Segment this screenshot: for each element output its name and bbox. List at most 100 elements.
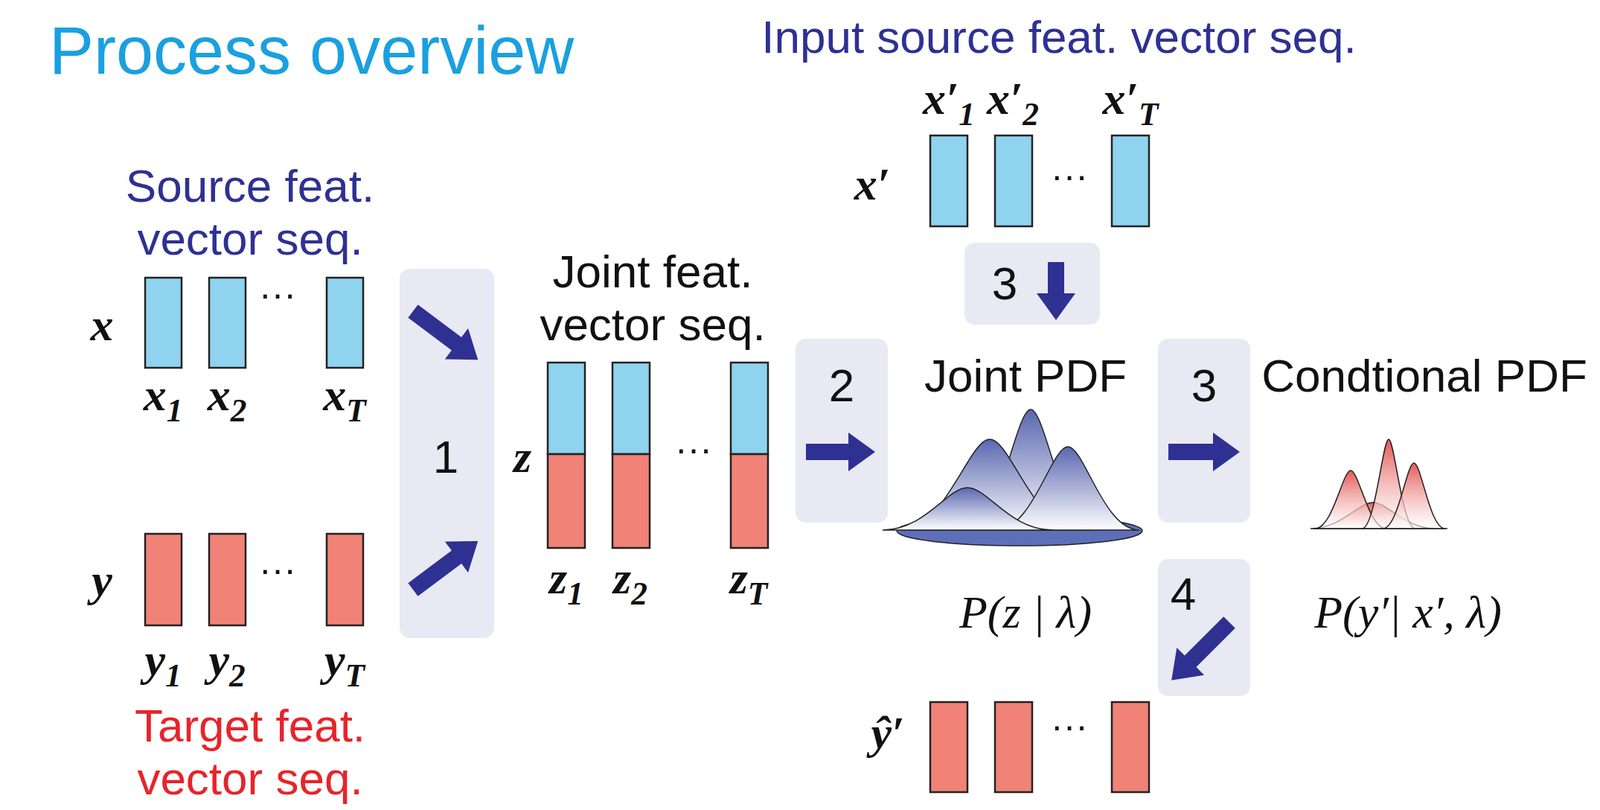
source-vector [145,277,182,368]
symbol-base: x′ [1102,72,1139,124]
gaussian-peak [996,446,1140,530]
block-arrow [401,295,489,376]
input-vector [930,135,968,227]
symbol-base: x [322,369,347,420]
ellipsis: ··· [674,426,713,472]
formula: P(y′| x′, λ) [1314,584,1502,640]
joint-vector-bottom [730,453,768,548]
plot-caption: Joint PDF [924,348,1127,404]
conditional-pdf-plot [1310,439,1448,529]
math-symbol: x2 [207,366,248,430]
joint-vector-bottom [547,453,585,548]
ellipsis: ··· [1050,703,1088,748]
math-symbol: zT [730,549,768,613]
math-symbol: x1 [143,366,184,430]
input-vector [1111,135,1150,227]
joint-vector-top [612,362,650,454]
symbol-base: z [549,552,568,603]
symbol-base: z [513,430,532,482]
math-symbol: y1 [144,631,181,695]
step-panel: 3 [1157,338,1251,523]
math-symbol: z1 [549,549,584,613]
math-symbol: y2 [208,631,245,695]
symbol-subscript: 2 [229,657,246,693]
math-symbol: x′2 [986,70,1039,134]
math-symbol: y [91,552,113,608]
output-vector [994,701,1033,792]
symbol-subscript: 1 [567,575,584,611]
symbol-subscript: 1 [166,392,184,428]
symbol-subscript: 1 [958,96,975,132]
step-panel: 2 [795,338,888,523]
symbol-base: x [207,369,231,420]
step-number: 2 [829,357,855,414]
ellipsis: ··· [258,546,297,592]
output-vector [930,701,968,792]
step-panel: 4 [1157,558,1251,696]
symbol-subscript: T [346,392,367,428]
ellipsis: ··· [258,271,297,317]
symbol-subscript: T [345,657,366,693]
math-symbol: z [513,428,532,484]
block-arrow [401,525,489,606]
symbol-subscript: 2 [1022,96,1039,132]
math-symbol: xT [322,366,367,430]
math-symbol: x′1 [922,70,975,134]
joint-vector-top [547,362,585,454]
sequence-caption: Joint feat. vector seq. [526,244,780,352]
input-vector [994,135,1033,227]
block-arrows [401,261,1243,694]
step-number: 3 [1191,357,1217,414]
symbol-subscript: 2 [230,392,248,428]
formula: P(z | λ) [959,584,1092,640]
joint-pdf-plot [882,409,1143,546]
step-panel: 3 [964,242,1100,325]
symbol-base: z [730,552,748,603]
target-vector [326,533,364,626]
symbol-base: x′ [986,72,1023,124]
block-arrow [805,432,876,472]
title: Process overview [49,10,574,91]
step-number: 4 [1170,566,1196,622]
symbol-base: z [613,552,632,603]
symbol-base: x′ [854,158,891,210]
target-vector [145,533,182,626]
sequence-caption: Target feat. vector seq. [101,698,399,806]
symbol-base: y [324,634,346,685]
source-vector [209,277,246,368]
math-symbol: x [90,296,114,352]
math-symbol: x′ [854,156,891,212]
symbol-base: x [143,369,167,420]
section-heading: Input source feat. vector seq. [761,9,1357,65]
gaussian-peak [882,487,1053,530]
plot-caption: Condtional PDF [1261,348,1588,404]
joint-vector-top [730,362,768,454]
math-symbol: x′T [1102,70,1159,134]
symbol-subscript: T [747,575,768,611]
symbol-base: x [90,299,114,350]
block-arrow [1168,432,1240,472]
symbol-base: y [91,554,113,606]
math-symbol: z2 [613,549,648,613]
symbol-base: y [144,634,166,685]
step-number: 3 [992,256,1018,312]
symbol-base: ŷ′ [871,706,905,758]
symbol-subscript: 2 [631,575,648,611]
gaussian-peak [1382,462,1446,529]
ellipsis: ··· [1050,153,1088,198]
sequence-caption: Source feat. vector seq. [101,159,399,266]
target-vector [209,533,246,626]
symbol-base: y [208,634,230,685]
block-arrow [1157,608,1244,695]
joint-vector-bottom [612,453,650,548]
symbol-subscript: T [1138,96,1159,132]
symbol-subscript: 1 [165,657,182,693]
step-number: 1 [433,429,459,485]
source-vector [326,277,364,368]
math-symbol: yT [324,631,365,695]
math-symbol: ŷ′ [871,704,905,760]
block-arrow [1036,261,1076,320]
output-vector [1111,701,1150,792]
symbol-base: x′ [922,72,959,124]
